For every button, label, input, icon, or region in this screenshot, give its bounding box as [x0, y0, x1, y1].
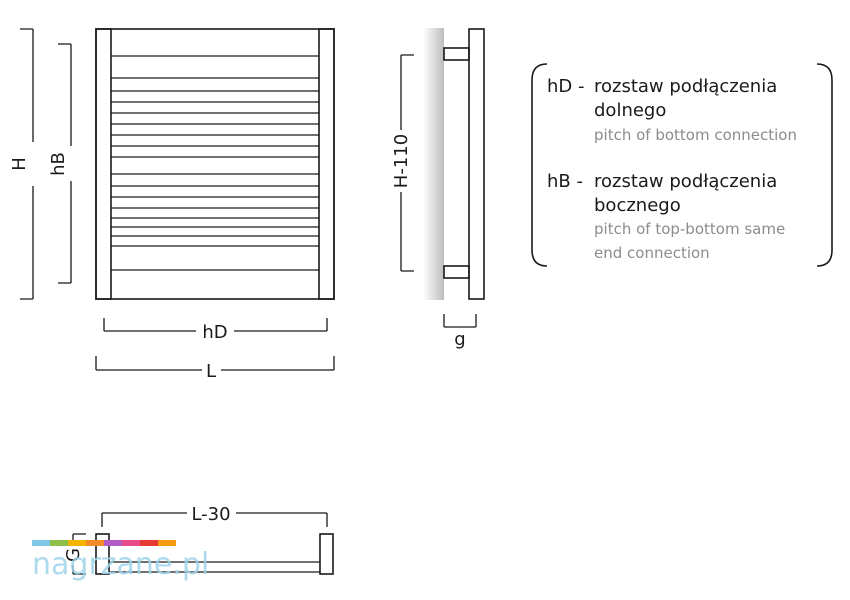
- radiator-outer-frame: [95, 28, 335, 300]
- legend-pl-hD-line1: rozstaw podłączenia: [594, 76, 777, 97]
- dimension-hB-label: hB: [48, 152, 69, 176]
- watermark-color-segment: [158, 540, 176, 546]
- watermark-color-segment: [140, 540, 158, 546]
- dimension-H: H: [9, 28, 34, 300]
- dimension-G: G: [63, 533, 86, 575]
- watermark-logo: nagrzane.pl: [32, 540, 209, 582]
- watermark-color-segment: [68, 540, 86, 546]
- dimension-hD: hD: [103, 318, 328, 343]
- legend-right-bracket: [816, 63, 833, 267]
- dimension-L-label: L: [206, 361, 216, 382]
- legend-en-hB-line2: end connection: [594, 244, 710, 262]
- dimension-g-label: g: [454, 329, 465, 350]
- watermark-color-segment: [86, 540, 104, 546]
- top-view-right-collector: [319, 533, 334, 575]
- dimension-L: L: [95, 356, 335, 382]
- dimension-hB: hB: [48, 43, 72, 284]
- bottom-bracket: [443, 265, 470, 279]
- legend-en-hB-line1: pitch of top-bottom same: [594, 220, 785, 238]
- dimension-H-110: H-110: [391, 54, 414, 272]
- top-view: [95, 533, 334, 575]
- front-view: [95, 28, 335, 300]
- legend-left-bracket: [531, 63, 548, 267]
- wall: [423, 28, 444, 300]
- legend-pl-hD-line2: dolnego: [594, 100, 666, 121]
- watermark-text: nagrzane.pl: [32, 547, 209, 582]
- radiator-right-collector: [318, 28, 335, 300]
- legend: hD - rozstaw podłączenia dolnego pitch o…: [531, 63, 833, 267]
- dimension-H-110-label: H-110: [391, 134, 412, 188]
- top-bracket: [443, 47, 470, 61]
- radiator-rungs: [111, 55, 319, 271]
- watermark-color-segment: [104, 540, 122, 546]
- watermark-color-bar: [32, 540, 176, 546]
- top-view-rungs: [109, 561, 320, 573]
- legend-pl-hB-line2: bocznego: [594, 195, 681, 216]
- dimension-L-30: L-30: [101, 504, 328, 527]
- legend-pl-hB-line1: rozstaw podłączenia: [594, 171, 777, 192]
- watermark-color-segment: [122, 540, 140, 546]
- legend-en-hD-line1: pitch of bottom connection: [594, 126, 797, 144]
- legend-key-hD: hD -: [547, 76, 585, 97]
- dimension-g: g: [443, 314, 477, 350]
- watermark-color-segment: [32, 540, 50, 546]
- radiator-side-profile: [468, 28, 485, 300]
- dimension-H-label: H: [9, 157, 30, 171]
- radiator-left-collector: [95, 28, 112, 300]
- top-view-left-collector: [95, 533, 110, 575]
- dimension-G-label: G: [63, 548, 84, 562]
- dimension-L-30-label: L-30: [191, 504, 230, 525]
- legend-key-hB: hB -: [547, 171, 583, 192]
- side-view: [423, 28, 485, 300]
- watermark-color-segment: [50, 540, 68, 546]
- dimension-hD-label: hD: [202, 322, 227, 343]
